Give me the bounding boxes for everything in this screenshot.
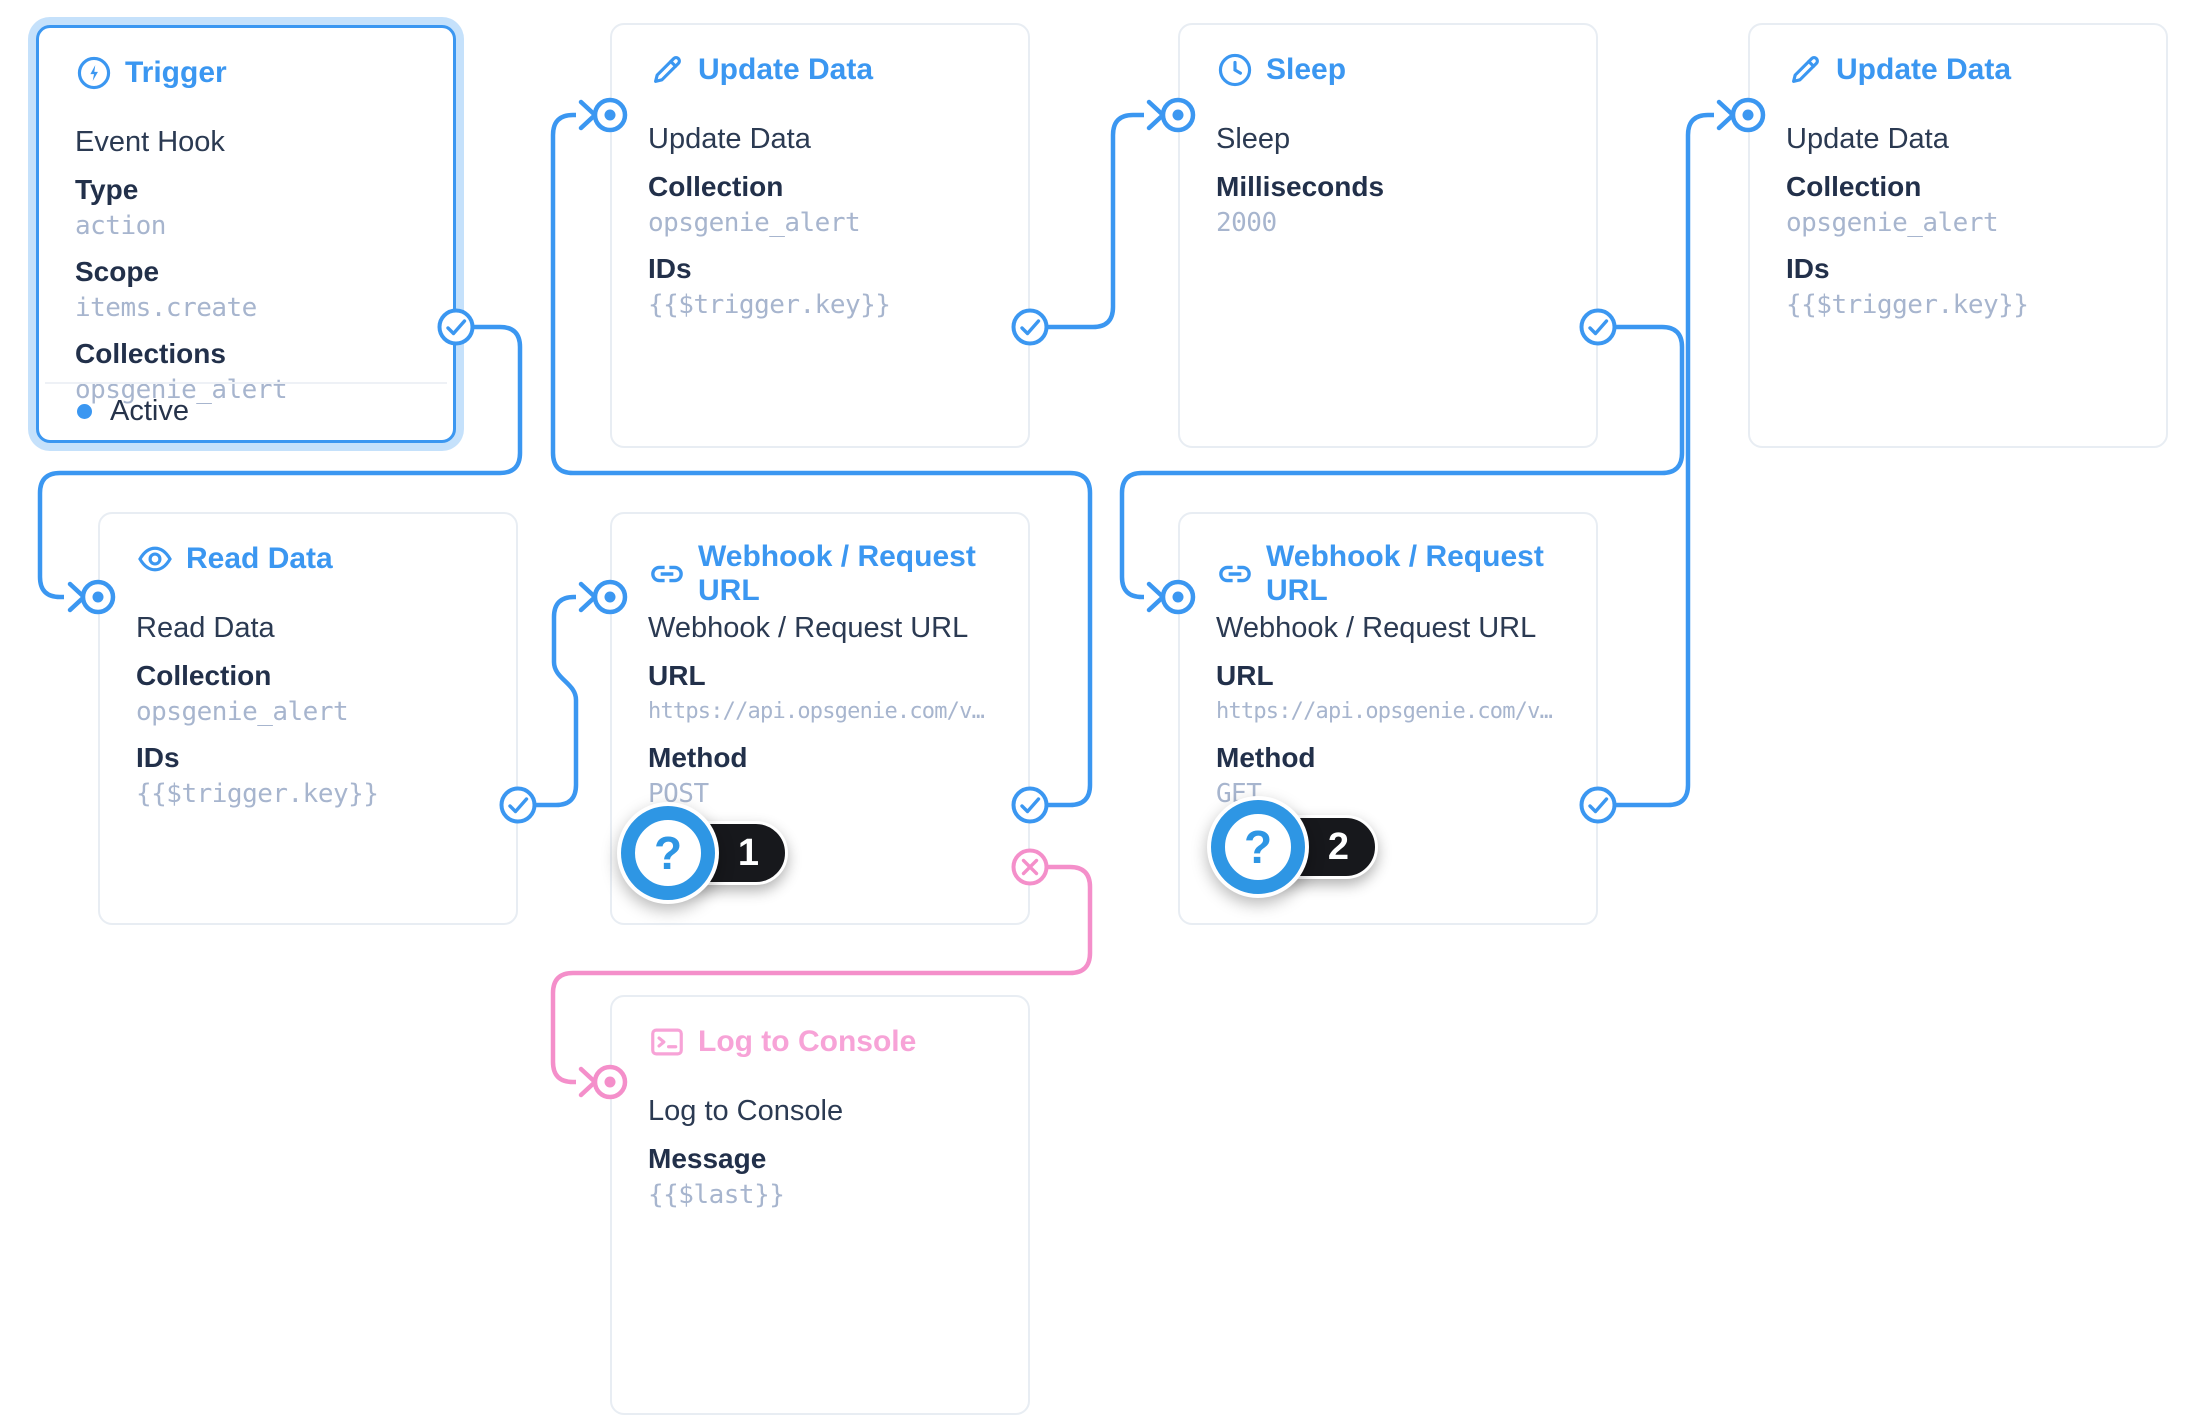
pencil-icon xyxy=(648,51,686,89)
field-label: Message xyxy=(648,1143,767,1174)
field-value: POST xyxy=(648,779,709,809)
question-mark-glyph: ? xyxy=(653,827,683,879)
node-title-row: Read Data xyxy=(136,540,333,578)
operation-name: Sleep xyxy=(1216,123,1291,155)
node-title-row: Update Data xyxy=(1786,51,2011,89)
card-divider xyxy=(45,382,447,384)
field-label: IDs xyxy=(136,742,180,773)
node-title-label: Trigger xyxy=(125,56,227,89)
field-value: opsgenie_alert xyxy=(1786,208,1999,238)
node-title-label: Sleep xyxy=(1266,53,1347,86)
operation-name: Update Data xyxy=(1786,123,1949,155)
arrowhead-icon xyxy=(67,581,87,613)
link-icon xyxy=(648,555,686,593)
node-title-row: Trigger xyxy=(75,54,227,92)
node-title-label: Webhook / Request URL xyxy=(698,540,976,607)
connection-update-data-1-resolve-to-sleep xyxy=(1030,112,1144,330)
bolt-circle-icon xyxy=(75,54,113,92)
field-value: opsgenie_alert xyxy=(136,697,349,727)
arrowhead-icon xyxy=(1146,99,1166,131)
arrowhead-icon xyxy=(1716,99,1736,131)
node-body: Webhook / Request URL URL https://api.opsg… xyxy=(1216,610,1582,810)
field-value: {{$trigger.key}} xyxy=(136,779,379,809)
arrowhead-icon xyxy=(578,99,598,131)
field-label: IDs xyxy=(1786,253,1830,284)
node-title-label: Read Data xyxy=(186,542,333,575)
field-label: URL xyxy=(648,660,706,691)
field-value: https://api.opsgenie.com/v… xyxy=(1216,699,1553,724)
operation-name: Webhook / Request URL xyxy=(648,612,969,644)
node-title-label: Update Data xyxy=(1836,53,2012,86)
active-status-dot-icon xyxy=(77,404,92,419)
badge-number: 1 xyxy=(737,831,759,874)
field-label: Method xyxy=(648,742,748,773)
field-label: Collection xyxy=(1786,171,1922,202)
operation-name: Webhook / Request URL xyxy=(1216,612,1537,644)
field-label: Type xyxy=(75,174,139,205)
field-value: https://api.opsgenie.com/v… xyxy=(648,699,985,724)
node-title-row: Sleep xyxy=(1216,51,1346,89)
field-label: Collection xyxy=(648,171,784,202)
node-title-row: Update Data xyxy=(648,51,873,89)
field-label: Collection xyxy=(136,660,272,691)
field-label: Method xyxy=(1216,742,1316,773)
field-label: Collections xyxy=(75,338,226,369)
question-mark-icon: ? xyxy=(1211,800,1305,894)
field-label: Scope xyxy=(75,256,160,287)
field-value: {{$trigger.key}} xyxy=(648,290,891,320)
arrowhead-icon xyxy=(578,581,598,613)
field-value: 2000 xyxy=(1216,208,1277,238)
terminal-icon xyxy=(648,1023,686,1061)
eye-icon xyxy=(136,540,174,578)
operation-name: Read Data xyxy=(136,612,275,644)
operation-name: Update Data xyxy=(648,123,811,155)
node-body: Webhook / Request URL URL https://api.opsg… xyxy=(648,610,1014,810)
arrowhead-icon xyxy=(1146,581,1166,613)
operation-name: Event Hook xyxy=(75,126,225,158)
node-title-label: Update Data xyxy=(698,53,874,86)
node-title-label: Log to Console xyxy=(698,1025,917,1058)
status-badge: Active xyxy=(110,395,189,427)
connection-webhook-get-resolve-to-update-data-2 xyxy=(1598,112,1714,808)
operation-name: Log to Console xyxy=(648,1095,844,1127)
node-title-row: Webhook / Request URL xyxy=(1216,540,1596,608)
node-title-label: Webhook / Request URL xyxy=(1266,540,1544,607)
field-label: IDs xyxy=(648,253,692,284)
question-mark-glyph: ? xyxy=(1243,821,1273,873)
pencil-icon xyxy=(1786,51,1824,89)
field-label: Milliseconds xyxy=(1216,171,1385,202)
status-row: Active xyxy=(77,395,189,428)
link-icon xyxy=(1216,555,1254,593)
unknown-status-circle: ? xyxy=(617,802,719,904)
field-value: {{$trigger.key}} xyxy=(1786,290,2029,320)
node-title-row: Log to Console xyxy=(648,1023,916,1061)
field-label: URL xyxy=(1216,660,1274,691)
badge-number: 2 xyxy=(1327,825,1349,868)
node-title-row: Webhook / Request URL xyxy=(648,540,1028,608)
unknown-status-circle: ? xyxy=(1207,796,1309,898)
connection-read-data-resolve-to-webhook-post xyxy=(518,594,579,808)
field-value: items.create xyxy=(75,293,257,323)
field-value: {{$last}} xyxy=(648,1180,785,1210)
field-value: action xyxy=(75,211,166,241)
arrowhead-icon xyxy=(578,1066,598,1098)
field-value: opsgenie_alert xyxy=(648,208,861,238)
question-mark-icon: ? xyxy=(621,806,715,900)
clock-icon xyxy=(1216,51,1254,89)
